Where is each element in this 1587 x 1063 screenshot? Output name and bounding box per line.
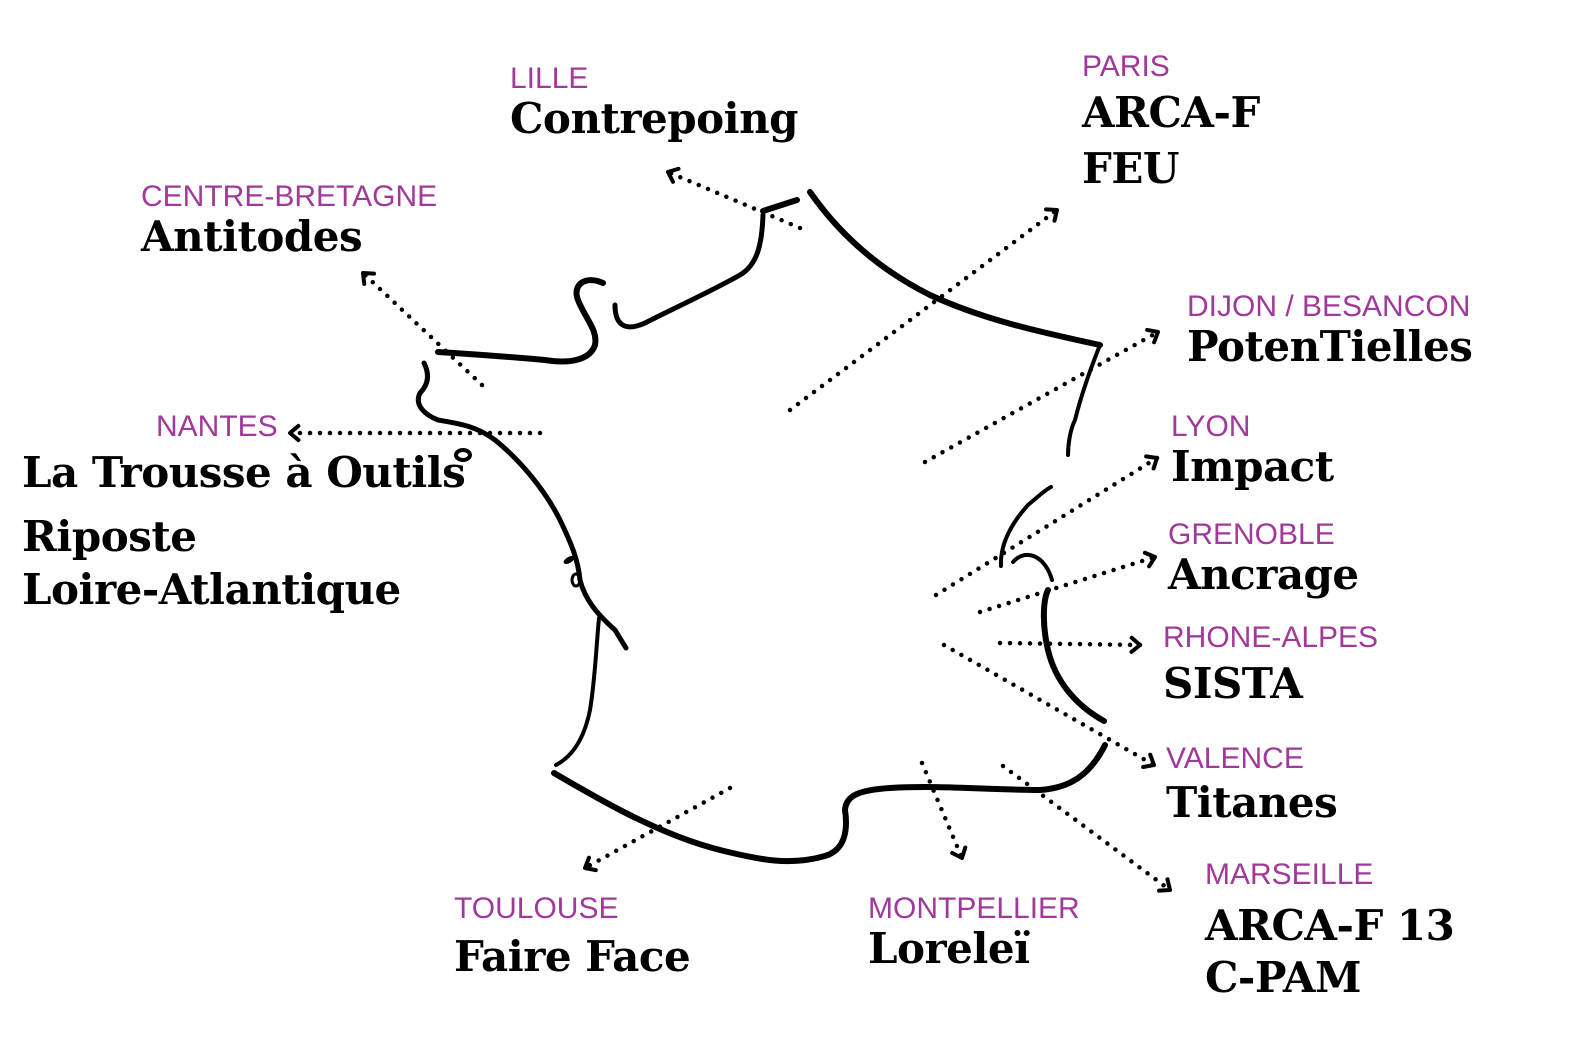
arrowhead-icon [1144,454,1159,471]
arrowhead-icon [583,855,598,873]
region-marseille: MARSEILLE ARCA-F 13 C-PAM [1205,858,1455,1004]
arrowhead-icon [288,423,301,443]
org-name: La Trousse à Outils [22,448,466,497]
region-toulouse: TOULOUSE Faire Face [454,892,691,984]
region-lyon: LYON Impact [1171,410,1334,494]
arrowhead-icon [950,845,968,860]
org-name: ARCA-F 13 [1205,901,1455,950]
city-label: RHONE-ALPES [1163,621,1379,654]
arrowhead-icon [361,271,376,286]
arrow-toulouse [582,785,733,871]
org-name: Loire-Atlantique [22,565,401,614]
city-label: LILLE [510,62,589,95]
island-icon [454,448,472,462]
arrow-lyon [933,455,1160,598]
arrows-layer [287,166,1173,893]
arrowhead-icon [1141,752,1156,769]
city-label: CENTRE-BRETAGNE [141,180,438,213]
region-centre-bretagne: CENTRE-BRETAGNE Antitodes [141,180,437,264]
city-label: VALENCE [1166,742,1304,775]
org-name: Antitodes [141,212,363,261]
arrow-rhone-alpes [997,640,1143,648]
arrowhead-icon [1129,635,1142,654]
region-nantes: NANTES La Trousse à Outils Riposte Loire… [22,410,466,614]
arrow-valence [941,642,1157,768]
org-name: ARCA-F [1082,88,1260,137]
org-name: SISTA [1163,659,1303,708]
region-montpellier: MONTPELLIER Loreleï [868,892,1080,976]
org-name: PotenTielles [1187,322,1473,371]
arrow-marseille [1000,763,1173,893]
org-name: Impact [1171,442,1334,491]
arrowhead-icon [666,166,681,184]
org-name: Contrepoing [510,94,798,143]
arrow-paris [787,207,1060,413]
arrow-lille [665,169,803,231]
france-outline [415,189,1108,865]
org-name: Titanes [1166,778,1338,827]
region-grenoble: GRENOBLE Ancrage [1168,518,1359,602]
island-icon [563,556,575,564]
region-dijon-besancon: DIJON / BESANCON PotenTielles [1187,290,1473,374]
org-name: Faire Face [454,932,691,981]
city-label: NANTES [156,410,278,443]
arrow-centre-bretagne [360,270,485,388]
org-name: Riposte [22,512,197,561]
arrowhead-icon [1157,877,1172,893]
arrowhead-icon [1145,327,1160,345]
region-paris: PARIS ARCA-F FEU [1082,50,1260,196]
org-name: FEU [1082,144,1179,193]
island-icon [570,572,582,588]
city-label: PARIS [1082,50,1170,83]
arrowhead-icon [1142,550,1157,569]
city-label: TOULOUSE [454,892,619,925]
city-label: MONTPELLIER [868,892,1080,925]
region-lille: LILLE Contrepoing [510,62,798,146]
region-rhone-alpes: RHONE-ALPES SISTA [1163,621,1378,711]
arrow-montpellier [919,760,965,861]
city-label: DIJON / BESANCON [1187,290,1471,323]
org-name: C-PAM [1205,953,1361,1002]
arrow-dijon-besancon [922,329,1161,465]
region-valence: VALENCE Titanes [1166,742,1338,830]
org-name: Ancrage [1168,550,1359,599]
org-name: Loreleï [868,924,1030,973]
city-label: GRENOBLE [1168,518,1335,551]
arrow-grenoble [977,554,1158,615]
arrowhead-icon [1044,207,1059,223]
city-label: LYON [1171,410,1251,443]
city-label: MARSEILLE [1205,858,1374,891]
